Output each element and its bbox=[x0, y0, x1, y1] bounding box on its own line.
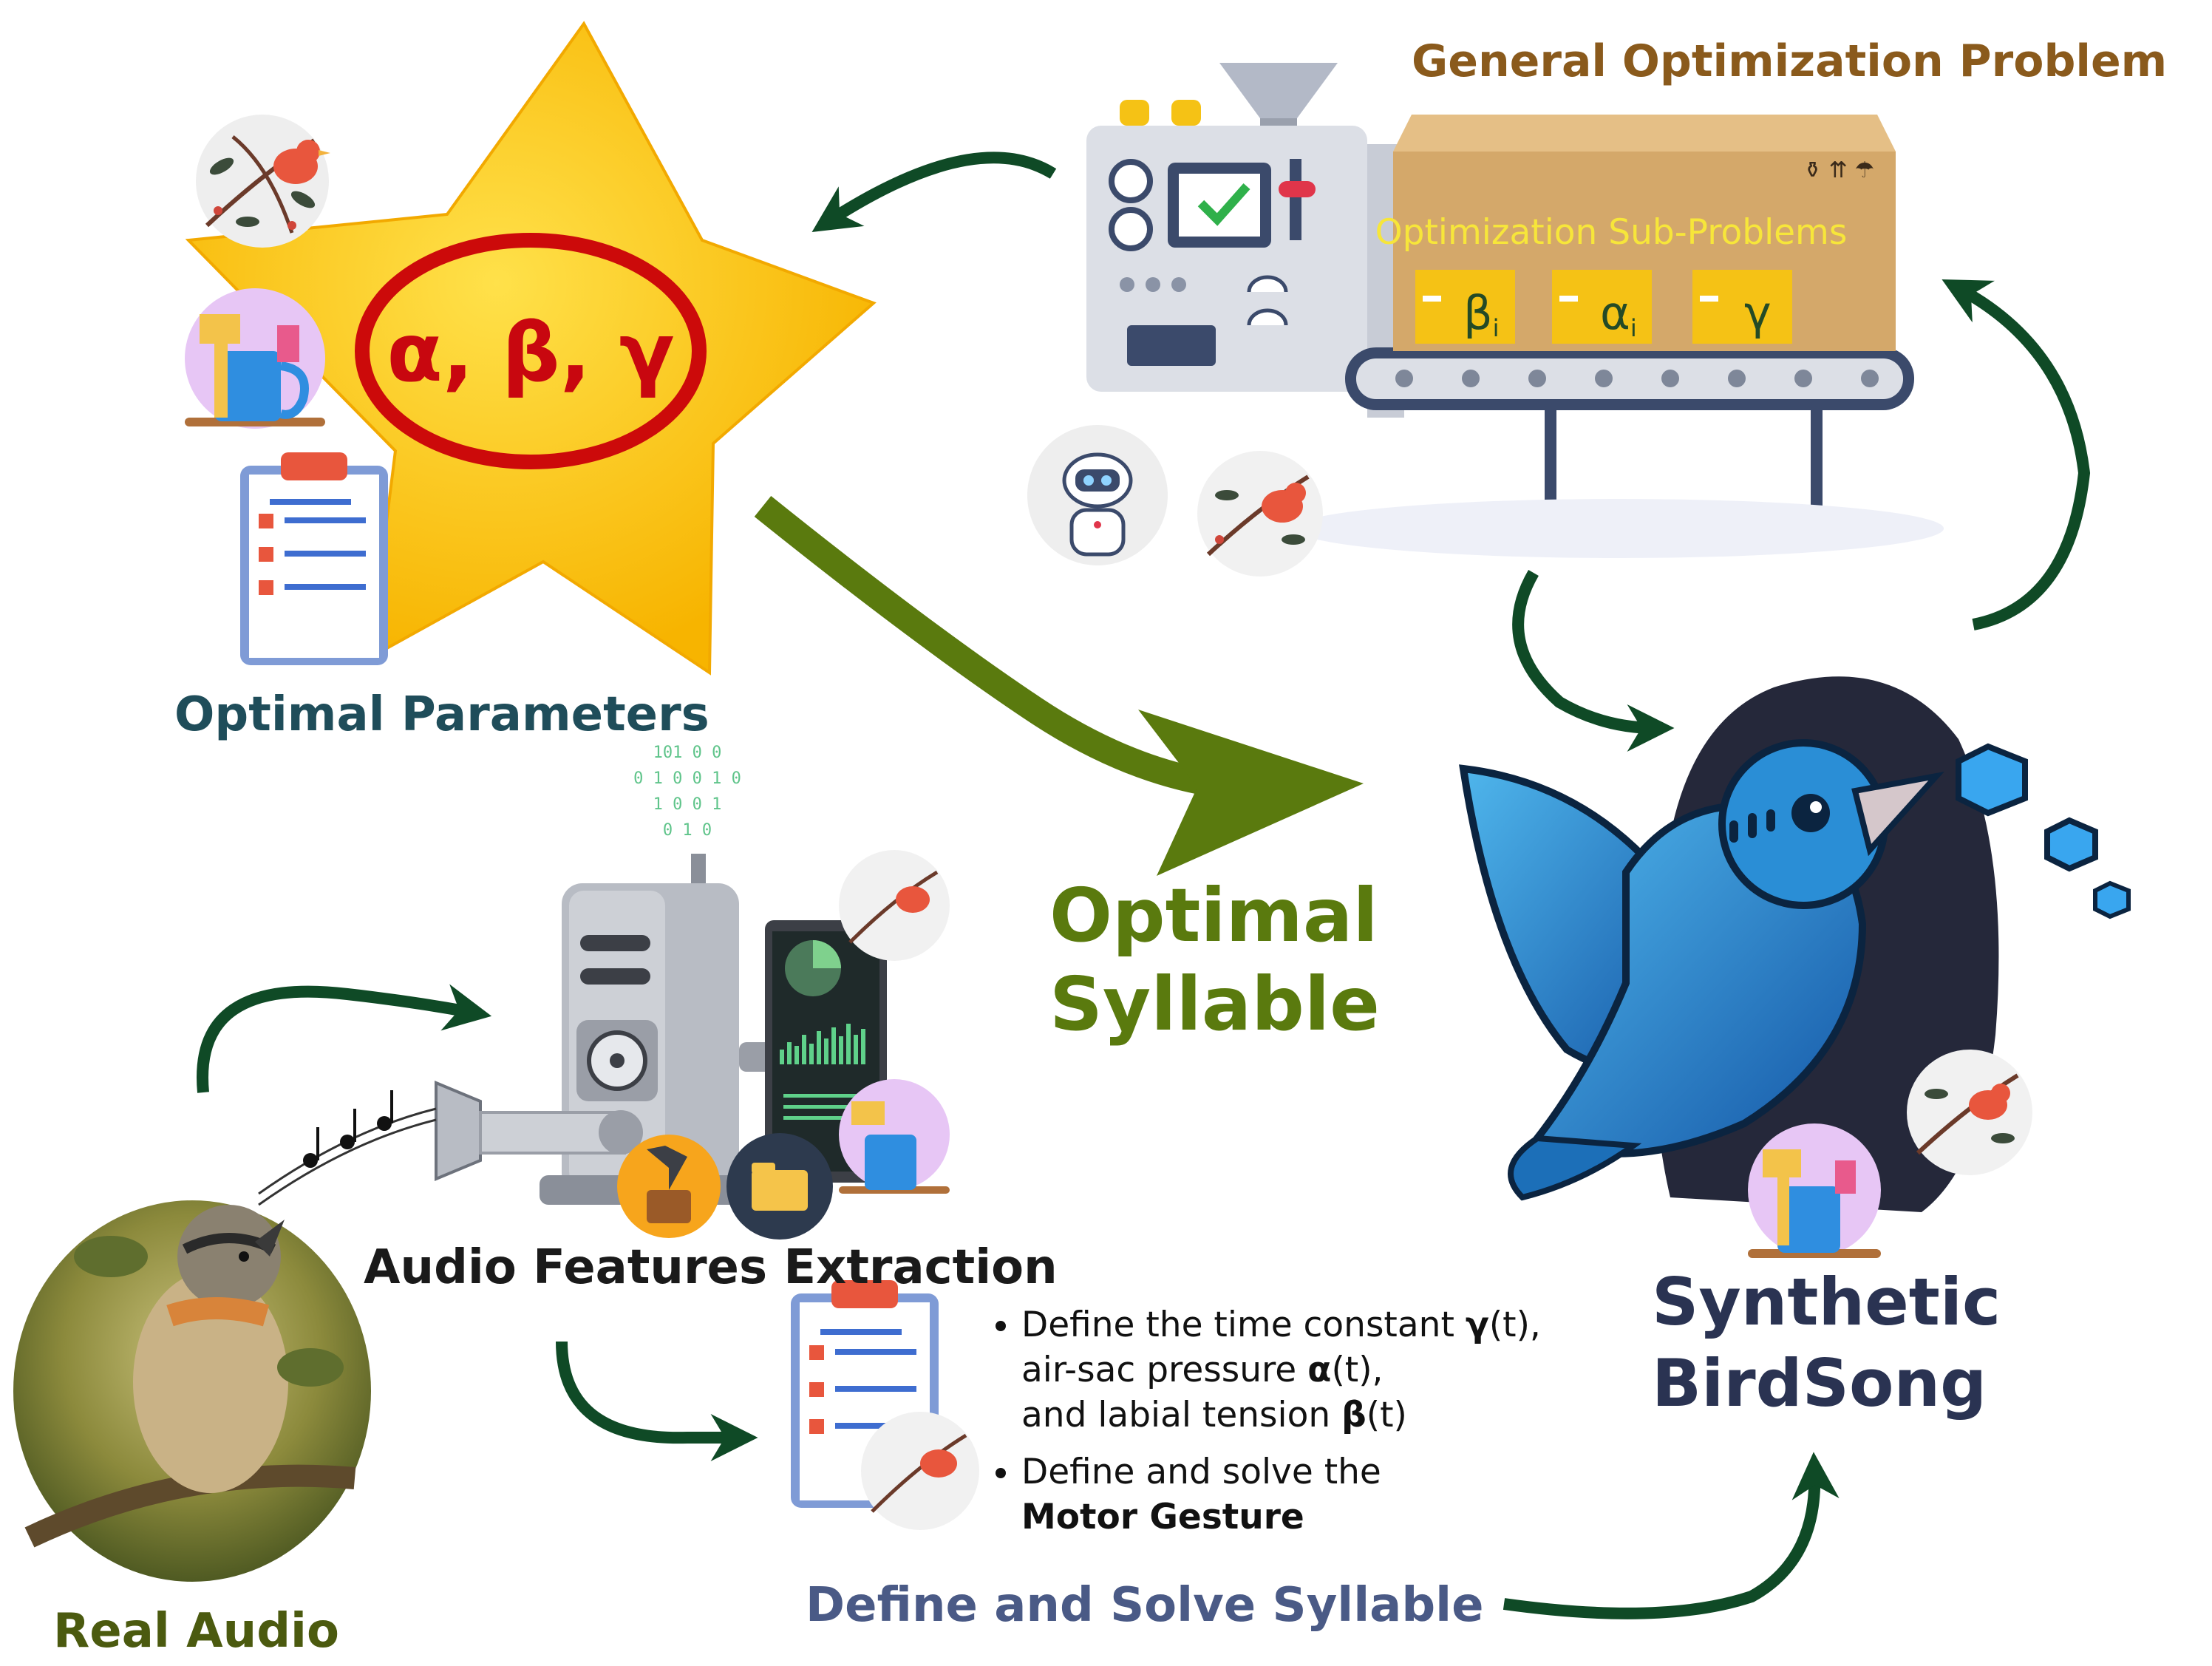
robin-branch-icon-2 bbox=[1197, 451, 1323, 577]
paint-cup-icon-3 bbox=[839, 1079, 950, 1194]
arrow-machine-to-bird bbox=[1512, 569, 1675, 752]
arrow-audio-to-machine bbox=[197, 984, 492, 1093]
arrow-machine-to-clipboard bbox=[556, 1341, 758, 1461]
optimization-machine: Optimization Sub-Problems ⚱ ⇈ ☂ βi αi γ bbox=[1086, 63, 1944, 558]
svg-text:γ: γ bbox=[1744, 286, 1772, 340]
sub-box-alpha: αi bbox=[1552, 270, 1652, 344]
optimal-parameters-star: α, β, γ bbox=[185, 21, 877, 676]
arrow-machine-to-star bbox=[811, 152, 1057, 232]
bullet-motor-gesture: Define and solve the Motor Gesture bbox=[1021, 1449, 1619, 1540]
robin-branch-icon bbox=[196, 115, 330, 248]
arrow-define-to-synthetic bbox=[1503, 1452, 1840, 1619]
optimal-syllable-label-1: Optimal bbox=[1049, 872, 1378, 959]
synthetic-bird-icon bbox=[1459, 676, 2131, 1212]
real-audio-bird-photo bbox=[13, 1200, 371, 1582]
robin-branch-icon-4 bbox=[839, 850, 950, 961]
synthetic-label-2: BirdSong bbox=[1652, 1345, 1987, 1421]
general-problem-title: General Optimization Problem bbox=[1412, 35, 2168, 87]
definition-bullets: Define the time constant γ(t), air-sac p… bbox=[983, 1302, 1619, 1551]
robin-branch-icon-5 bbox=[861, 1412, 979, 1530]
arrow-optimal-syllable-head bbox=[1138, 710, 1364, 876]
robot-icon bbox=[1027, 425, 1168, 565]
audio-features-label: Audio Features Extraction bbox=[364, 1240, 1058, 1295]
optimal-syllable-label-2: Syllable bbox=[1049, 961, 1380, 1047]
arrow-optimal-syllable bbox=[754, 495, 1214, 797]
svg-text:0 1 0 0 1 0: 0 1 0 0 1 0 bbox=[633, 769, 741, 788]
define-solve-label: Define and Solve Syllable bbox=[806, 1578, 1484, 1633]
svg-text:101 0 0: 101 0 0 bbox=[653, 744, 722, 762]
svg-text:⚱ ⇈ ☂: ⚱ ⇈ ☂ bbox=[1803, 157, 1874, 183]
svg-text:αi: αi bbox=[1600, 286, 1637, 342]
parameters-ellipse bbox=[355, 233, 707, 469]
gramophone-icon bbox=[617, 1135, 721, 1238]
svg-text:Optimization Sub-Problems: Optimization Sub-Problems bbox=[1375, 212, 1848, 253]
real-audio-label: Real Audio bbox=[53, 1604, 339, 1659]
bullet-define-variables: Define the time constant γ(t), air-sac p… bbox=[1021, 1302, 1619, 1438]
paint-cup-icon bbox=[185, 288, 325, 429]
sub-box-beta: βi bbox=[1415, 270, 1515, 344]
parameters-text: α, β, γ bbox=[387, 305, 674, 400]
arrow-bird-to-machine bbox=[1942, 279, 2091, 630]
svg-text:1 0 0 1: 1 0 0 1 bbox=[653, 795, 722, 814]
folder-icon bbox=[726, 1133, 833, 1240]
svg-text:βi: βi bbox=[1463, 286, 1499, 342]
optimal-parameters-label: Optimal Parameters bbox=[174, 687, 709, 742]
synthetic-label-1: Synthetic bbox=[1652, 1264, 2001, 1340]
robin-branch-icon-3 bbox=[1907, 1050, 2032, 1175]
clipboard-icon bbox=[240, 452, 388, 665]
paint-cup-icon-2 bbox=[1748, 1123, 1881, 1258]
svg-text:0 1 0: 0 1 0 bbox=[663, 821, 712, 840]
sub-box-gamma: γ bbox=[1692, 270, 1792, 344]
